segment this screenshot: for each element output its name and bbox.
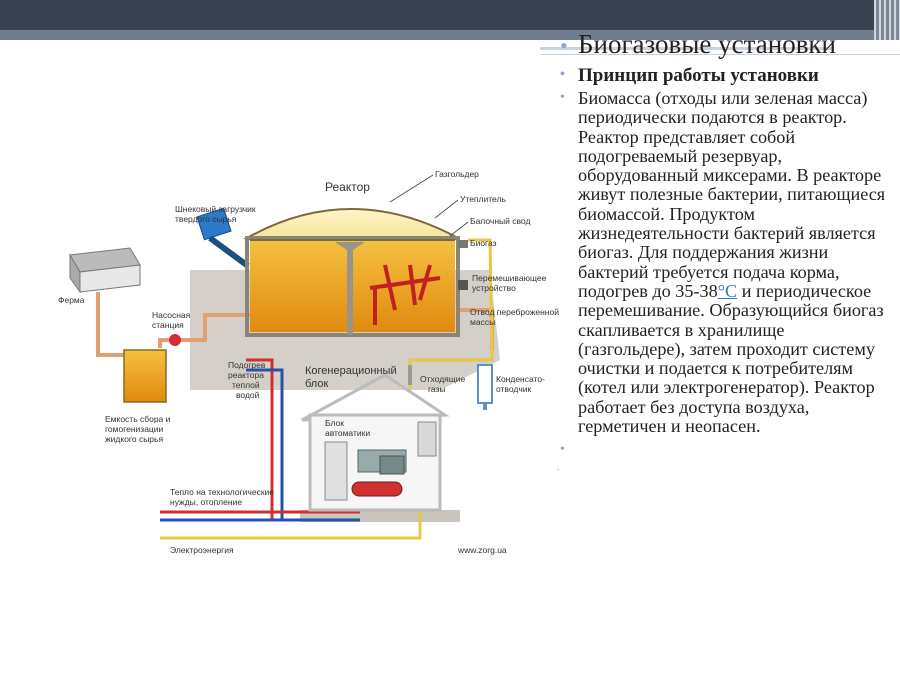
mixer-icon [369, 264, 441, 325]
control-panel [417, 421, 437, 457]
text-panel: • Биогазовые установки • Принцип работы … [540, 30, 890, 476]
slide-subtitle-text: Принцип работы установки [578, 65, 819, 86]
leader-beam-vault [449, 221, 469, 237]
bullet-icon: • [560, 67, 565, 82]
reactor-column-top [335, 242, 365, 252]
slide-subtitle: • Принцип работы установки [540, 66, 890, 85]
degree-link[interactable]: °С [717, 280, 738, 301]
bullet-icon: • [560, 442, 565, 458]
label-heating-2: реактора [228, 370, 264, 380]
cogeneration-unit [301, 373, 450, 512]
label-gasholder: Газгольдер [435, 169, 479, 179]
heat-exchanger [351, 481, 403, 497]
body-text-start: Биомасса (отходы или зеленая масса) пери… [578, 88, 886, 301]
label-tank-3: жидкого сырья [105, 434, 163, 444]
label-insulation: Утеплитель [460, 194, 506, 204]
pump-station-icon [169, 334, 181, 346]
label-exhaust-2: газы [428, 384, 446, 394]
label-condensate-2: отводчик [496, 384, 532, 394]
condensate-trap [477, 364, 493, 404]
label-automation-2: автоматики [325, 428, 370, 438]
label-tank-1: Емкость сбора и [105, 414, 171, 424]
automation-cabinet [324, 441, 348, 501]
label-biogas: Биогаз [470, 238, 497, 248]
bullet-icon: • [560, 90, 565, 105]
leader-gasholder [389, 174, 434, 203]
farm-building [69, 247, 141, 294]
label-heat-1: Тепло на технологические [170, 487, 274, 497]
label-cogen-2: блок [305, 378, 328, 390]
slide-title-text: Биогазовые установки [578, 29, 837, 59]
empty-bullet: • [540, 442, 890, 462]
label-pump-1: Насосная [152, 310, 191, 320]
bullet-icon: • [560, 33, 568, 58]
label-overflow-2: массы [470, 317, 495, 327]
label-heating-3: теплой [232, 380, 260, 390]
label-cogen-1: Когенерационный [305, 365, 397, 377]
biogas-outlet [458, 240, 468, 248]
engine [379, 455, 405, 475]
title-underline [540, 47, 834, 50]
body-text-end: и периодическое перемешивание. Образующи… [578, 280, 884, 437]
label-overflow-1: Отвод переброженной [470, 307, 559, 317]
label-electricity: Электроэнергия [170, 545, 234, 555]
title-underline-thin [540, 54, 900, 55]
label-heating-4: водой [236, 390, 260, 400]
reactor [243, 208, 468, 337]
label-screw-loader-1: Шнековый загрузчик [175, 204, 256, 214]
label-pump-2: станция [152, 320, 184, 330]
label-mixer-2: устройство [472, 283, 516, 293]
header-stripes [874, 0, 900, 40]
header-bar [0, 0, 900, 30]
reactor-column [347, 250, 353, 335]
biogas-plant-diagram: Ферма [58, 169, 559, 555]
pipe-farm-to-tank [96, 292, 130, 357]
label-beam-vault: Балочный свод [470, 216, 530, 226]
header-accent-bar [0, 30, 900, 40]
label-mixer-1: Перемешивающее [472, 273, 547, 283]
tank-body [123, 349, 167, 403]
leader-insulation [434, 199, 459, 219]
empty-bullet-small: . [540, 462, 890, 476]
label-heating-1: Подогрев [228, 360, 266, 370]
label-automation-1: Блок [325, 418, 344, 428]
label-condensate-1: Конденсато- [496, 374, 545, 384]
screw-loader [196, 207, 250, 269]
label-exhaust-1: Отходящие [420, 374, 466, 384]
label-heat-2: нужды, отопление [170, 497, 242, 507]
label-tank-2: гомогенизации [105, 424, 164, 434]
mixer-motor [458, 280, 468, 290]
reactor-dome [243, 208, 459, 239]
pipe-pump-to-reactor [180, 313, 255, 342]
pipe-heating-red [246, 358, 274, 520]
label-reactor: Реактор [325, 180, 370, 194]
label-website: www.zorg.ua [457, 545, 507, 555]
slide-title: • Биогазовые установки [540, 29, 890, 59]
cable-electricity [160, 500, 422, 540]
label-farm: Ферма [58, 295, 85, 305]
bullet-mark: . [557, 462, 560, 474]
label-screw-loader-2: твердого сырья [175, 214, 237, 224]
pipe-heating-blue [246, 368, 284, 520]
slide-body: • Биомасса (отходы или зеленая масса) пе… [540, 88, 890, 437]
